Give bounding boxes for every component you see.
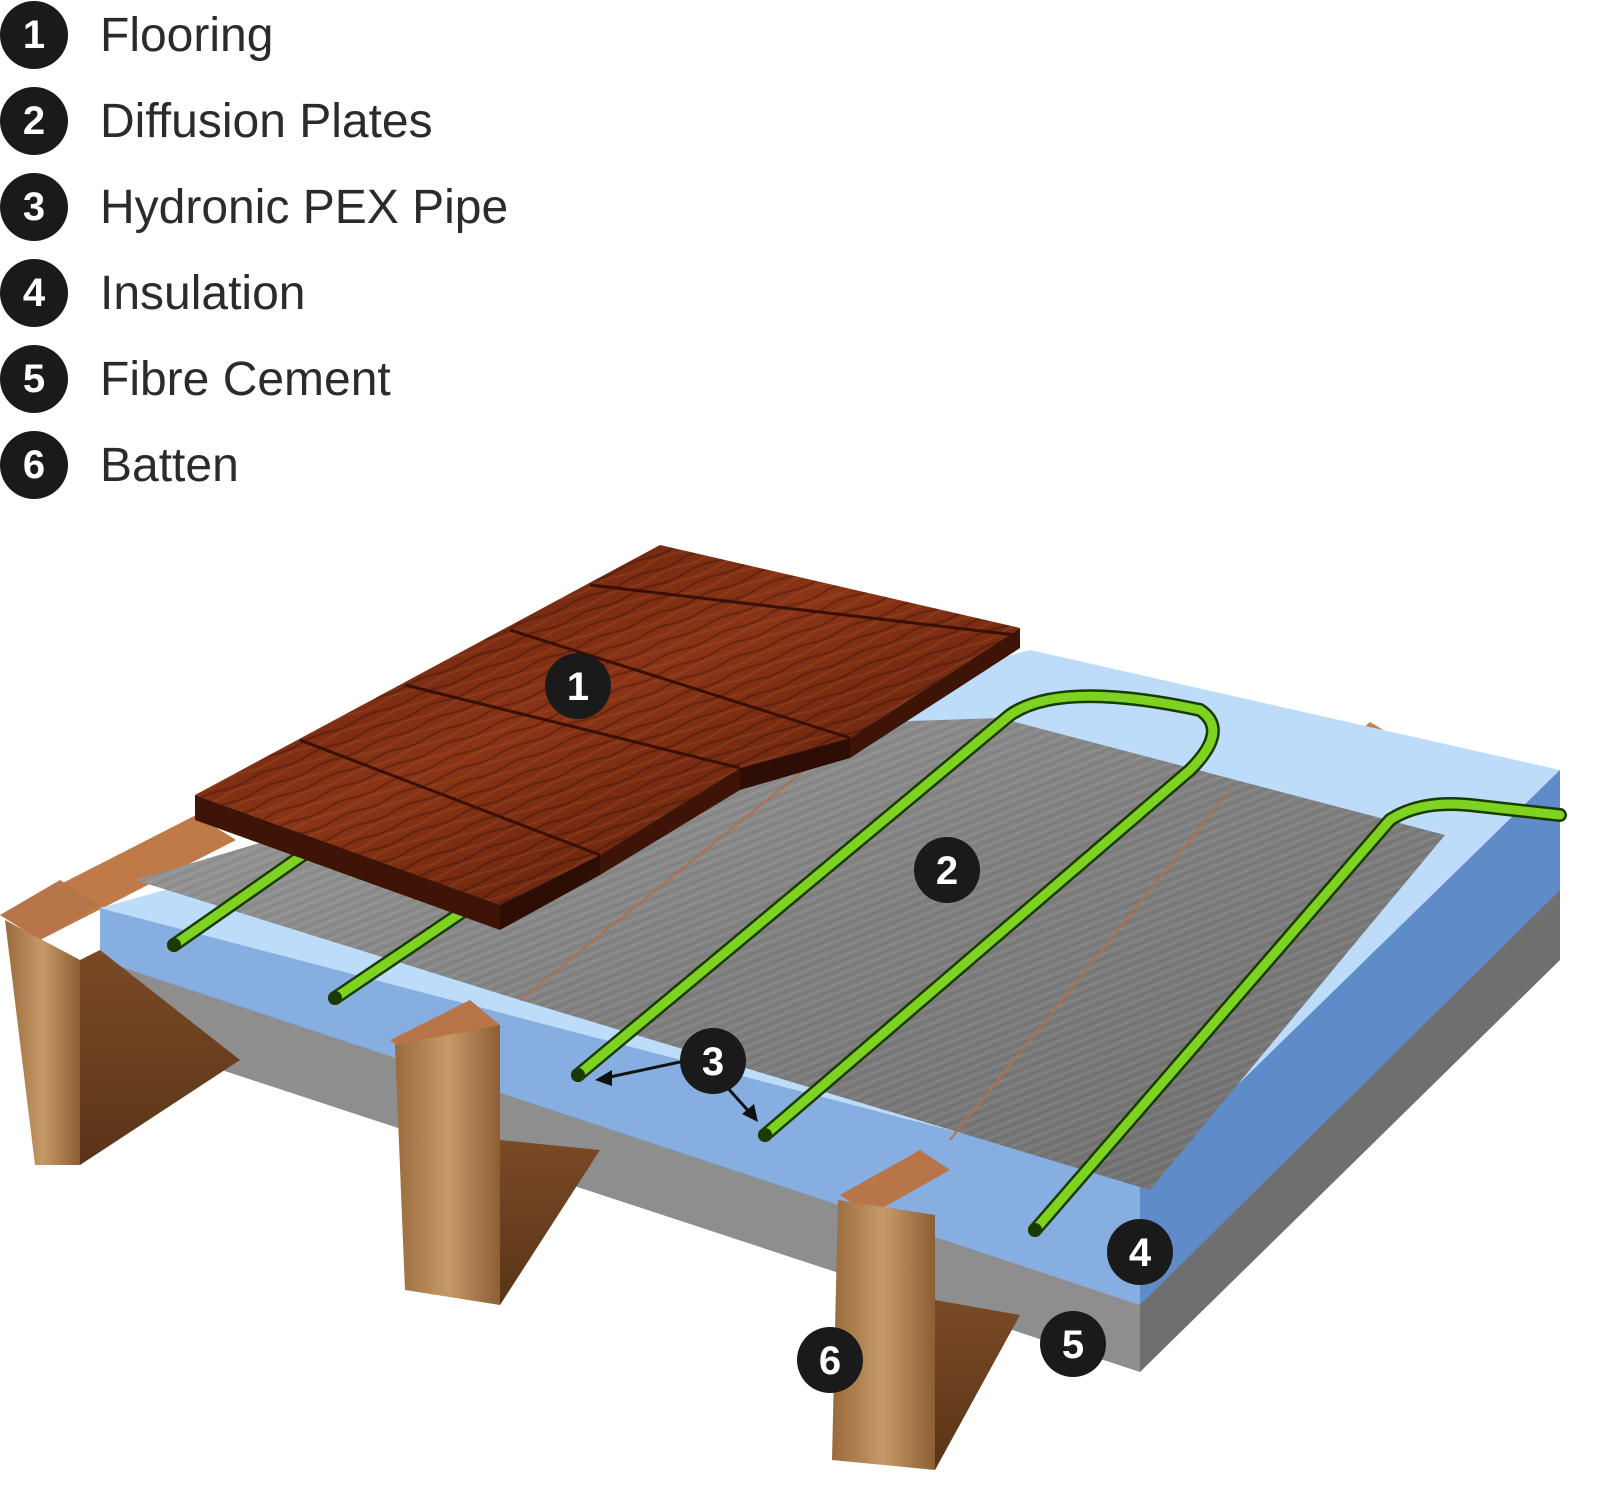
legend-item-fibre-cement: 5 Fibre Cement (0, 344, 391, 414)
legend-item-insulation: 4 Insulation (0, 258, 305, 328)
legend-label: Insulation (100, 266, 306, 320)
legend-badge: 6 (0, 431, 68, 499)
legend: 1 Flooring 2 Diffusion Plates 3 Hydronic… (0, 0, 700, 500)
legend-label: Hydronic PEX Pipe (100, 180, 509, 234)
legend-label: Fibre Cement (100, 352, 391, 406)
pipe-callout-arrows (595, 1060, 758, 1122)
callout-fibre-cement: 5 (1040, 1311, 1106, 1377)
legend-item-batten: 6 Batten (0, 430, 239, 500)
legend-item-diffusion-plates: 2 Diffusion Plates (0, 86, 433, 156)
legend-badge: 3 (0, 173, 68, 241)
svg-text:1: 1 (567, 665, 589, 709)
flooring-boards (195, 545, 1020, 930)
legend-badge: 1 (0, 1, 68, 69)
svg-text:6: 6 (819, 1339, 841, 1383)
legend-label: Flooring (100, 8, 274, 62)
legend-badge: 4 (0, 259, 68, 327)
legend-label: Batten (100, 438, 239, 492)
callout-flooring: 1 (545, 653, 611, 719)
callout-diffusion-plates: 2 (914, 837, 980, 903)
legend-badge: 5 (0, 345, 68, 413)
legend-item-pex-pipe: 3 Hydronic PEX Pipe (0, 172, 508, 242)
svg-text:2: 2 (936, 849, 958, 893)
callout-insulation: 4 (1107, 1219, 1173, 1285)
legend-badge: 2 (0, 87, 68, 155)
svg-text:3: 3 (702, 1040, 724, 1084)
legend-item-flooring: 1 Flooring (0, 0, 273, 70)
svg-text:4: 4 (1129, 1231, 1152, 1275)
legend-label: Diffusion Plates (100, 94, 433, 148)
battens (0, 880, 1020, 1470)
callout-batten: 6 (797, 1327, 863, 1393)
callout-pex-pipe: 3 (680, 1028, 746, 1094)
svg-text:5: 5 (1062, 1323, 1084, 1367)
pex-pipes (167, 689, 1567, 1237)
